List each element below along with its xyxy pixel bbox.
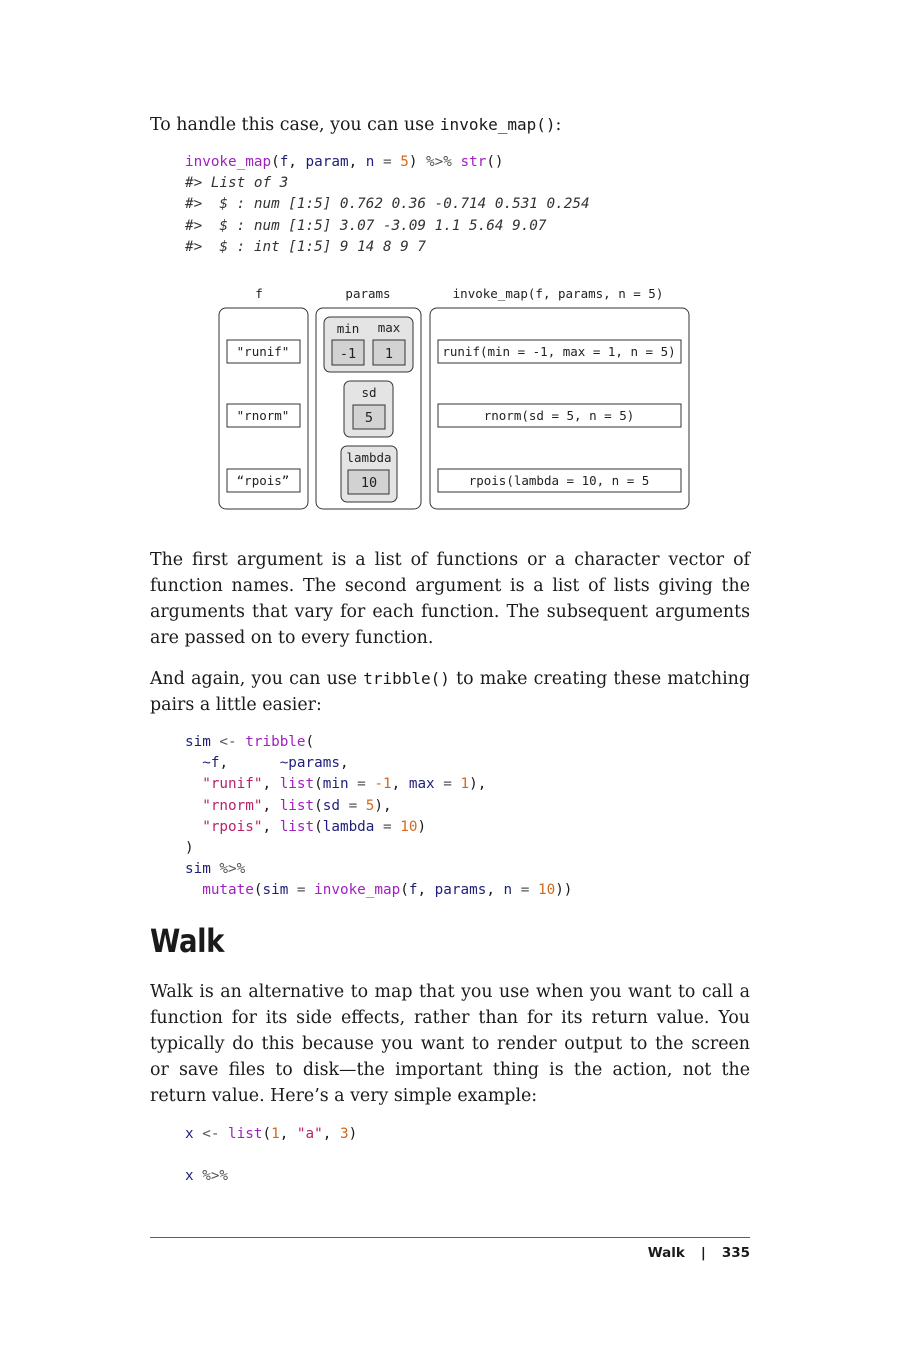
section-heading-walk: Walk xyxy=(150,922,224,960)
f-item-rnorm xyxy=(226,403,301,428)
output-line: #> $ : num [1:5] 0.762 0.36 -0.714 0.531… xyxy=(185,196,590,213)
svg-text:-1: -1 xyxy=(340,346,356,362)
result-column-header: invoke_map(f, params, n = 5) xyxy=(453,286,664,301)
param-sd-value xyxy=(352,404,386,430)
call-rpois xyxy=(437,468,682,493)
param-lambda-value xyxy=(347,469,390,495)
svg-text:rnorm(sd = 5, n = 5): rnorm(sd = 5, n = 5) xyxy=(484,408,635,423)
call-rnorm xyxy=(437,403,682,428)
inline-code: tribble() xyxy=(363,669,450,688)
svg-text:min: min xyxy=(337,321,360,336)
f-item-rpois xyxy=(226,468,301,493)
call-runif xyxy=(437,339,682,364)
f-column-header: f xyxy=(255,286,263,301)
code-block-tribble: sim <- tribble( ~f, ~params, "runif", li… xyxy=(185,734,573,899)
paragraph-walk: Walk is an alternative to map that you u… xyxy=(150,982,750,1106)
svg-text:1: 1 xyxy=(385,346,393,362)
invoke-map-diagram: f params invoke_map(f, params, n = 5) "r… xyxy=(218,286,690,510)
footer-section-title: Walk xyxy=(647,1245,685,1261)
svg-text:max: max xyxy=(378,320,401,335)
output-line: #> $ : num [1:5] 3.07 -3.09 1.1 5.64 9.0… xyxy=(185,217,547,234)
svg-text:"rnorm": "rnorm" xyxy=(237,408,290,423)
page-number: 335 xyxy=(721,1245,750,1261)
params-column-header: params xyxy=(345,286,390,301)
output-line: #> List of 3 xyxy=(185,175,289,192)
footer-rule xyxy=(150,1237,750,1238)
paragraph-arguments: The first argument is a list of function… xyxy=(150,550,750,648)
page-footer: Walk | 335 xyxy=(648,1245,750,1261)
f-item-runif xyxy=(226,339,301,364)
svg-text:“rpois”: “rpois” xyxy=(237,473,290,488)
param-min-value xyxy=(331,339,365,366)
output-line: #> $ : int [1:5] 9 14 8 9 7 xyxy=(185,238,427,255)
inline-code: invoke_map() xyxy=(439,115,556,134)
svg-text:sd: sd xyxy=(361,385,376,400)
intro-paragraph: To handle this case, you can use invoke_… xyxy=(150,115,562,135)
svg-text:5: 5 xyxy=(365,410,373,426)
code-block-walk: x <- list(1, "a", 3) x %>% xyxy=(185,1126,358,1185)
svg-text:rpois(lambda = 10, n = 5: rpois(lambda = 10, n = 5 xyxy=(469,473,650,488)
svg-text:"runif": "runif" xyxy=(237,344,290,359)
footer-separator: | xyxy=(700,1245,706,1261)
svg-text:lambda: lambda xyxy=(346,450,391,465)
code-line: invoke_map(f, param, n = 5) %>% str() xyxy=(185,154,504,170)
page: To handle this case, you can use invoke_… xyxy=(150,0,750,1350)
svg-text:runif(min = -1, max = 1, n = 5: runif(min = -1, max = 1, n = 5) xyxy=(442,344,675,359)
param-max-value xyxy=(372,339,406,366)
svg-text:10: 10 xyxy=(361,475,377,491)
paragraph-tribble: And again, you can use tribble() to make… xyxy=(150,669,750,715)
code-block-invoke-map: invoke_map(f, param, n = 5) %>% str() #>… xyxy=(185,152,590,258)
